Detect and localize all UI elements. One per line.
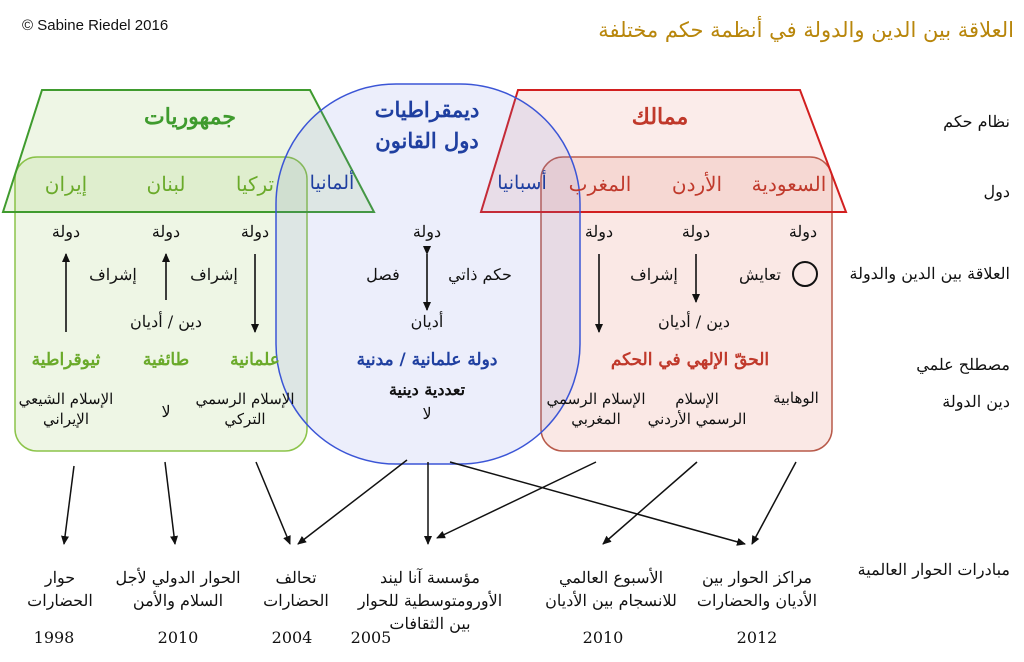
term-sectarian: طائفية xyxy=(142,350,190,370)
oversight-lebanon: إشراف xyxy=(89,265,137,284)
term-civil-state: دولة علمانية / مدنية xyxy=(356,350,498,370)
coexistence-circle xyxy=(792,261,818,287)
state-iran: دولة xyxy=(51,222,81,241)
oversight-turkey: إشراف xyxy=(190,265,238,284)
initiative-alliance-civilizations: تحالف الحضارات xyxy=(263,568,329,611)
initiative-dialogue-civilizations: حوار الحضارات xyxy=(27,568,93,611)
initiative-year-2004: 2004 xyxy=(271,628,313,647)
country-saudi: السعودية xyxy=(751,172,827,196)
row-label-religion: دين الدولة xyxy=(942,392,1010,411)
country-lebanon: لبنان xyxy=(146,172,186,196)
page-title: العلاقة بين الدين والدولة في أنظمة حكم م… xyxy=(598,18,1014,42)
initiative-year-2005: 2005 xyxy=(350,628,392,647)
initiative-year-2010b: 2010 xyxy=(582,628,624,647)
religions-jordan: دين / أديان xyxy=(658,312,730,331)
country-germany: ألمانيا xyxy=(309,172,355,194)
country-turkey: تركيا xyxy=(235,172,275,196)
initiative-international-dialogue: الحوار الدولي لأجل السلام والأمن xyxy=(115,568,241,611)
country-iran: إيران xyxy=(44,172,88,196)
term-secular: علمانية xyxy=(230,350,280,370)
country-morocco: المغرب xyxy=(568,172,632,196)
republics-header: جمهوريات xyxy=(144,104,236,130)
state-turkey: دولة xyxy=(240,222,270,241)
copyright: © Sabine Riedel 2016 xyxy=(22,17,169,34)
rule-of-law-header: دول القانون xyxy=(375,128,479,153)
religious-pluralism: تعددية دينية xyxy=(388,380,466,399)
state-jordan: دولة xyxy=(681,222,711,241)
term-divine-right: الحقّ الإلهي في الحكم xyxy=(610,350,770,370)
initiative-year-1998: 1998 xyxy=(33,628,75,647)
monarchies-header: ممالك xyxy=(631,104,689,130)
row-label-states: دول xyxy=(983,182,1010,201)
row-label-system: نظام حكم xyxy=(943,112,1010,131)
religion-jordan: الإسلام الرسمي الأردني xyxy=(647,390,747,429)
country-spain: أسبانيا xyxy=(497,172,547,194)
row-label-relation: العلاقة بين الدين والدولة xyxy=(849,264,1010,283)
initiative-dialogue-centers: مراكز الحوار بين الأديان والحضارات xyxy=(696,568,818,611)
republics-box xyxy=(14,156,308,452)
state-saudi: دولة xyxy=(788,222,818,241)
initiative-interfaith-week: الأسبوع العالمي للانسجام بين الأديان xyxy=(545,568,677,611)
row-label-term: مصطلح علمي xyxy=(916,355,1010,374)
initiative-year-2012: 2012 xyxy=(736,628,778,647)
democracies-header: ديمقراطيات xyxy=(374,97,480,122)
religion-democracy: لا xyxy=(422,404,432,423)
republics-trapezoid xyxy=(1,89,376,213)
state-lebanon: دولة xyxy=(151,222,181,241)
initiative-anna-lindh: مؤسسة آنا ليند الأورومتوسطية للحوار بين … xyxy=(357,568,503,634)
religion-morocco: الإسلام الرسمي المغربي xyxy=(546,390,646,429)
religions-democracy: أديان xyxy=(410,312,444,331)
self-rule-label: حكم ذاتي xyxy=(448,265,512,284)
religions-lebanon: دين / أديان xyxy=(130,312,202,331)
religion-saudi: الوهابية xyxy=(773,389,819,407)
term-theocracy: ثيوقراطية xyxy=(31,350,101,370)
row-label-initiatives: مبادرات الحوار العالمية xyxy=(857,560,1010,579)
separation-label: فصل xyxy=(366,265,400,284)
country-jordan: الأردن xyxy=(671,172,723,196)
religion-iran: الإسلام الشيعي الإيراني xyxy=(18,390,114,429)
state-morocco: دولة xyxy=(584,222,614,241)
coexistence-label: تعايش xyxy=(739,265,781,284)
religion-turkey: الإسلام الرسمي التركي xyxy=(195,390,295,429)
initiative-year-2010a: 2010 xyxy=(157,628,199,647)
monarchies-box xyxy=(540,156,833,452)
oversight-jordan: إشراف xyxy=(630,265,678,284)
monarchies-trapezoid xyxy=(479,89,848,213)
religion-lebanon: لا xyxy=(161,402,171,421)
state-democracy: دولة xyxy=(412,222,442,241)
